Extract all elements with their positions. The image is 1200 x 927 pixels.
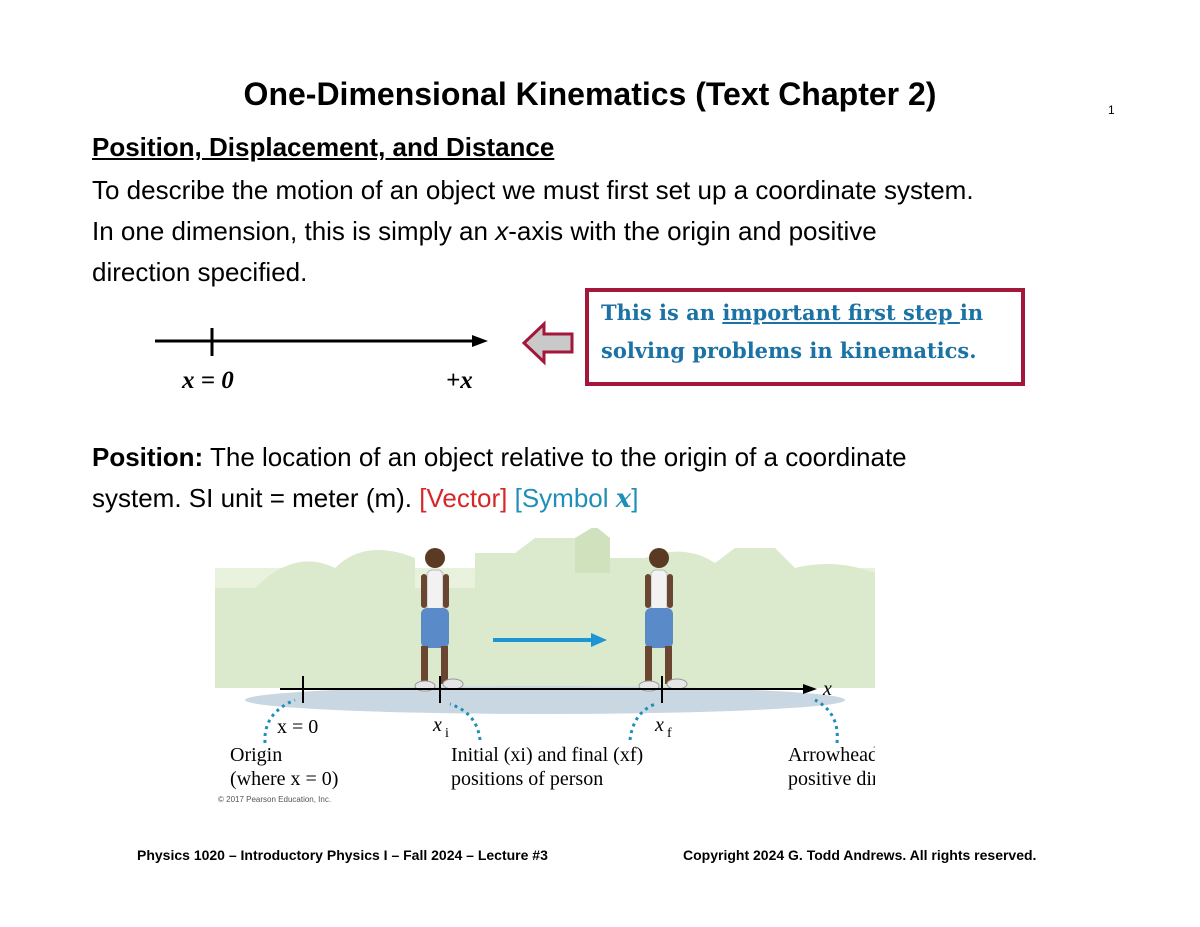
symbol-x: x: [615, 484, 632, 514]
number-line-arrowhead: [472, 335, 488, 347]
town-silhouette: [215, 538, 875, 688]
footer-course: Physics 1020 – Introductory Physics I – …: [137, 847, 548, 863]
figure-axis-label: x: [822, 678, 832, 700]
arrowhead-pointer: [814, 698, 839, 744]
origin-label: x = 0: [181, 367, 234, 394]
page-title: One-Dimensional Kinematics (Text Chapter…: [243, 76, 937, 112]
callout-line-2: solving problems in kinematics.: [601, 338, 977, 363]
x-variable: x: [495, 216, 509, 246]
motion-arrowhead: [591, 633, 607, 647]
callout-box: This is an important first step in solvi…: [585, 288, 1025, 386]
kinematics-figure: x x = 0 x i x f Origin (where x = 0) Ini…: [215, 528, 875, 790]
position-line-1: Position: The location of an object rela…: [92, 442, 907, 472]
xf-pointer: [628, 702, 656, 741]
intro-line-3: direction specified.: [92, 257, 308, 287]
intro-line-2: In one dimension, this is simply an x-ax…: [92, 216, 877, 246]
arrowhead-caption-2: positive direction.: [788, 768, 875, 790]
xf-label: x: [654, 714, 664, 736]
figure-origin-label: x = 0: [277, 716, 318, 738]
figure-copyright: © 2017 Pearson Education, Inc.: [218, 795, 332, 804]
figure-x-arrowhead: [803, 684, 817, 694]
origin-caption-1: Origin: [230, 744, 282, 766]
section-heading: Position, Displacement, and Distance: [92, 132, 555, 162]
callout-line-1: This is an important first step in: [601, 300, 984, 325]
intro-line-1: To describe the motion of an object we m…: [92, 175, 974, 205]
xi-subscript: i: [445, 726, 449, 741]
church-silhouette: [575, 528, 610, 573]
vector-tag: [Vector]: [419, 483, 508, 513]
arrowhead-caption-1: Arrowhead indicates: [788, 744, 875, 766]
intro-paragraph: To describe the motion of an object we m…: [92, 170, 1152, 293]
person-final: [638, 548, 688, 692]
ground-shadow: [245, 686, 845, 714]
left-arrow-icon: [521, 320, 574, 366]
position-line-2: system. SI unit = meter (m). [Vector] [S…: [92, 483, 639, 514]
position-definition: Position: The location of an object rela…: [92, 437, 1102, 520]
person-initial: [414, 548, 464, 692]
footer-copyright: Copyright 2024 G. Todd Andrews. All righ…: [683, 847, 1037, 863]
xf-subscript: f: [667, 726, 672, 741]
xi-label: x: [432, 714, 442, 736]
position-term: Position:: [92, 442, 204, 472]
origin-caption-2: (where x = 0): [230, 768, 338, 790]
origin-pointer: [263, 698, 296, 744]
positive-x-label: +x: [446, 367, 473, 394]
number-line: x = 0 +x: [155, 328, 488, 394]
page-number: 1: [1108, 103, 1115, 117]
positions-caption-1: Initial (xi) and final (xf): [451, 744, 643, 766]
positions-caption-2: positions of person: [451, 768, 603, 790]
